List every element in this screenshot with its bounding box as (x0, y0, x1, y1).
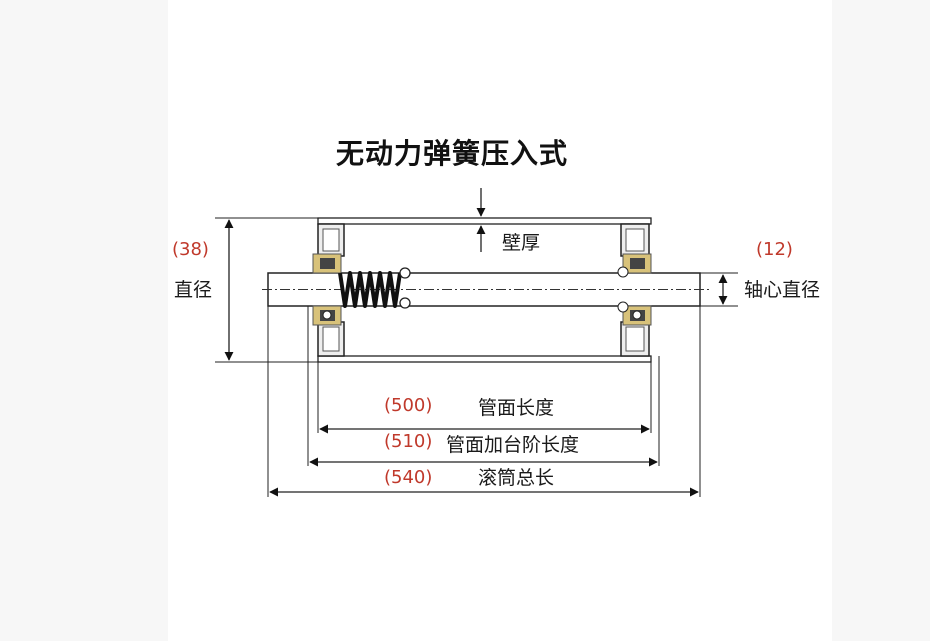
left-end-cap (312, 223, 345, 357)
total-length-value: (540) (384, 467, 433, 488)
wall-thickness-label: 壁厚 (502, 232, 541, 254)
diagram-title: 无动力弹簧压入式 (336, 137, 569, 170)
tube-length-label: 管面长度 (478, 397, 555, 419)
diameter-value: (38) (172, 239, 209, 260)
right-end-cap (617, 223, 652, 357)
total-length-label: 滚筒总长 (478, 467, 555, 489)
left-gutter (0, 0, 168, 641)
tube-step-length-label: 管面加台阶长度 (446, 434, 580, 456)
tube-step-length-value: (510) (384, 431, 433, 452)
tube-length-value: (500) (384, 395, 433, 416)
shaft-diameter-value: (12) (756, 239, 793, 260)
length-extension-lines (267, 306, 701, 497)
diameter-dimension (215, 217, 318, 363)
spring (338, 267, 411, 309)
diameter-label: 直径 (174, 279, 213, 301)
shaft-diameter-dimension (700, 272, 738, 307)
right-gutter (832, 0, 930, 641)
tube (317, 217, 652, 363)
shaft-diameter-label: 轴心直径 (744, 279, 821, 301)
shaft (262, 272, 710, 307)
